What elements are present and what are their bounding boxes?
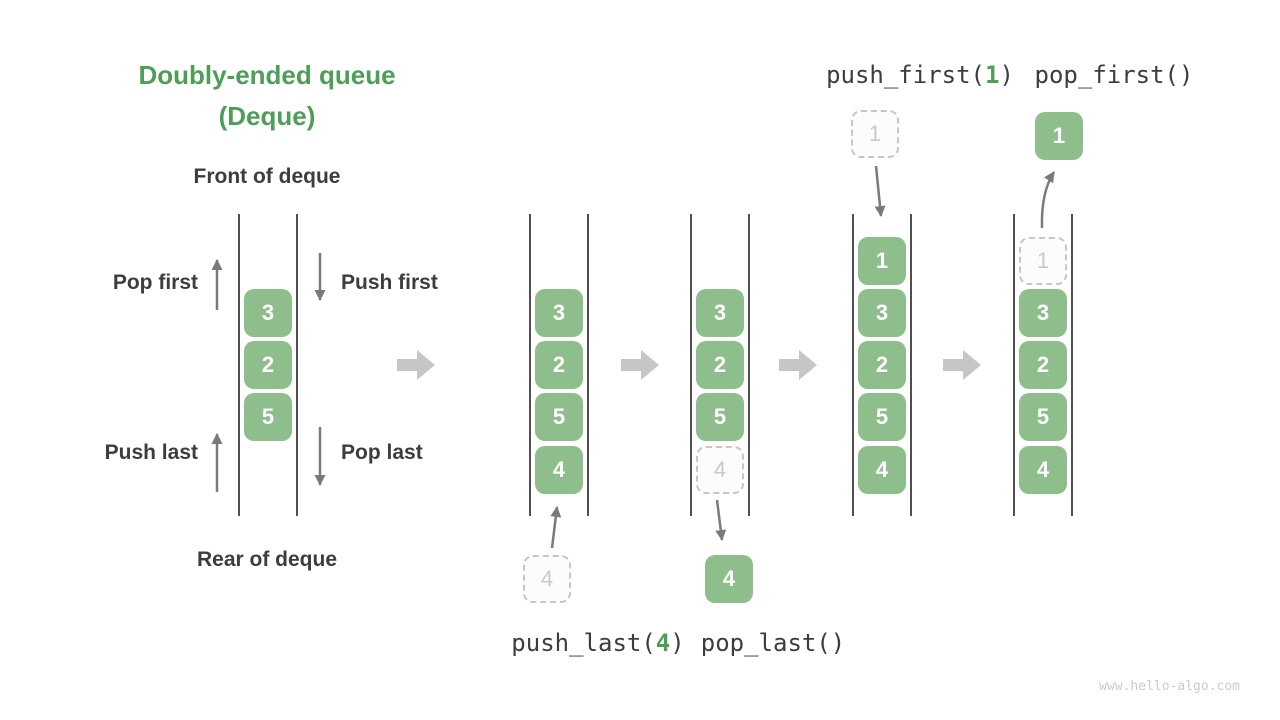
- rear-of-deque-label: Rear of deque: [196, 548, 338, 571]
- push-last-code-name: push_last(: [511, 629, 656, 657]
- push-last-label: Push last: [104, 441, 198, 464]
- push-last-code-label: push_last(4): [498, 629, 698, 657]
- pop-first-label: Pop first: [112, 271, 198, 294]
- cell: 2: [1019, 341, 1067, 389]
- deque-rail-state2: [529, 214, 589, 516]
- cell: 3: [1019, 289, 1067, 337]
- deque-rail-state1: [238, 214, 298, 516]
- cell: 5: [696, 393, 744, 441]
- pop-last-code-name: pop_last(): [700, 629, 846, 657]
- cell: 2: [244, 341, 292, 389]
- pop-last-label: Pop last: [341, 441, 423, 464]
- cell: 3: [244, 289, 292, 337]
- cell: 2: [535, 341, 583, 389]
- incoming-ghost-cell: 4: [523, 555, 571, 603]
- diagram-title-line2: (Deque): [218, 101, 316, 131]
- deque-rail-state5: [1013, 214, 1073, 516]
- push-last-code-close: ): [670, 629, 685, 657]
- cell: 2: [858, 341, 906, 389]
- cell: 5: [535, 393, 583, 441]
- cell: 3: [535, 289, 583, 337]
- cell: 2: [696, 341, 744, 389]
- pop-last-code-label: pop_last(): [673, 629, 873, 657]
- step-arrow-icon: [779, 350, 817, 380]
- incoming-ghost-cell: 1: [851, 110, 899, 158]
- popped-cell: 4: [705, 555, 753, 603]
- push-first-code-close: ): [999, 61, 1014, 89]
- pop-first-code-label: pop_first(): [1014, 61, 1214, 89]
- cell: 3: [858, 289, 906, 337]
- front-of-deque-label: Front of deque: [193, 165, 341, 188]
- cell: 3: [696, 289, 744, 337]
- cell: 4: [535, 446, 583, 494]
- cell: 4: [1019, 446, 1067, 494]
- diagram-title-line1: Doubly-ended queue: [138, 60, 396, 90]
- cell: 1: [858, 237, 906, 285]
- step-arrow-icon: [943, 350, 981, 380]
- push-first-code-arg: 1: [985, 61, 1000, 89]
- step-arrow-icon: [397, 350, 435, 380]
- cell: 5: [858, 393, 906, 441]
- step-arrow-icon: [621, 350, 659, 380]
- push-first-code-label: push_first(1): [820, 61, 1020, 89]
- removed-ghost-cell: 4: [696, 446, 744, 494]
- deque-rail-state4: [852, 214, 912, 516]
- watermark: www.hello-algo.com: [1099, 679, 1240, 694]
- push-first-move-arrow-icon: [874, 165, 886, 217]
- push-first-code-name: push_first(: [826, 61, 986, 89]
- cell: 5: [1019, 393, 1067, 441]
- deque-rail-state3: [690, 214, 750, 516]
- cell: 5: [244, 393, 292, 441]
- removed-ghost-cell: 1: [1019, 237, 1067, 285]
- pop-first-code-name: pop_first(): [1034, 61, 1194, 89]
- push-last-code-arg: 4: [655, 629, 671, 657]
- cell: 4: [858, 446, 906, 494]
- push-first-label: Push first: [341, 271, 438, 294]
- popped-cell: 1: [1035, 112, 1083, 160]
